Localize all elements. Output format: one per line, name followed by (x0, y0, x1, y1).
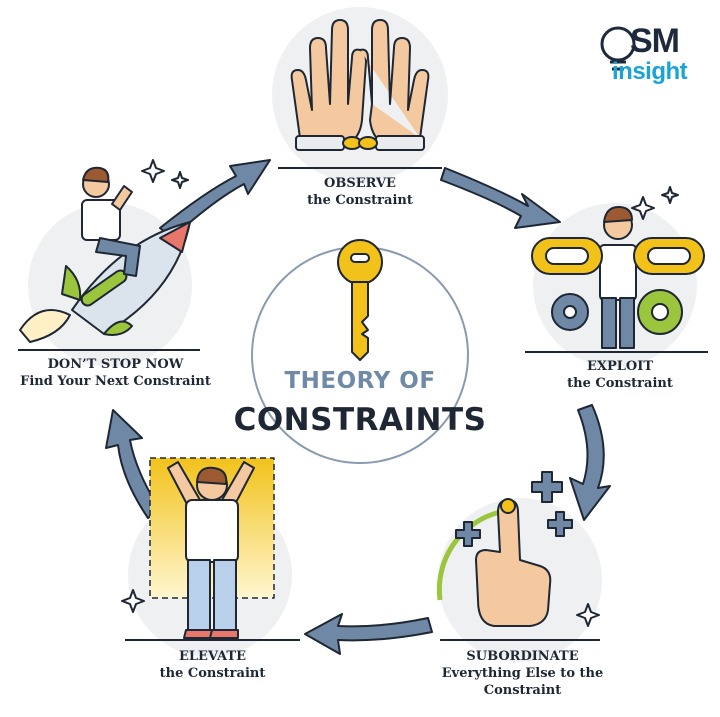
step-sub: Find Your Next Constraint (20, 374, 211, 389)
step-observe-label: OBSERVE the Constraint (270, 175, 450, 209)
logo-insight-text: insight (612, 58, 688, 85)
arrow-subordinate-to-elevate (304, 613, 433, 655)
rocket-rider-icon (19, 159, 191, 343)
step-sub: the Constraint (307, 193, 413, 208)
step-sub: the Constraint (567, 376, 673, 391)
arrow-dontstop-to-observe (159, 159, 271, 239)
logo-sm-text: SM (630, 22, 680, 60)
cycle-arrows (105, 159, 611, 655)
step-heading: ELEVATE (179, 649, 246, 664)
subordinate-hand-icon (436, 471, 600, 627)
exploit-chain-person-icon (531, 186, 705, 349)
step-sub: the Constraint (159, 666, 266, 681)
step-heading: DON’T STOP NOW (47, 357, 184, 372)
step-dont-stop-label: DON’T STOP NOW Find Your Next Constraint (8, 356, 223, 390)
logo-bulb-icon (600, 26, 636, 71)
arrow-elevate-to-dontstop (105, 409, 161, 519)
arrow-exploit-to-subordinate (569, 404, 611, 521)
step-heading: OBSERVE (324, 176, 396, 191)
center-title-line2: CONSTRAINTS (233, 402, 487, 438)
key-icon (337, 239, 383, 361)
step-heading: SUBORDINATE (466, 649, 579, 664)
step-subordinate-label: SUBORDINATE Everything Else to the Const… (425, 648, 620, 699)
step-exploit-label: EXPLOIT the Constraint (540, 358, 700, 392)
elevate-person-icon (121, 457, 275, 639)
step-heading: EXPLOIT (587, 359, 653, 374)
step-sub: Everything Else to the (441, 666, 604, 681)
step-sub2: Constraint (483, 683, 562, 698)
step-elevate-label: ELEVATE the Constraint (130, 648, 295, 682)
arrow-observe-to-exploit (440, 167, 561, 229)
center-title-line1: THEORY OF (284, 368, 436, 394)
chained-hands-icon (290, 19, 430, 151)
